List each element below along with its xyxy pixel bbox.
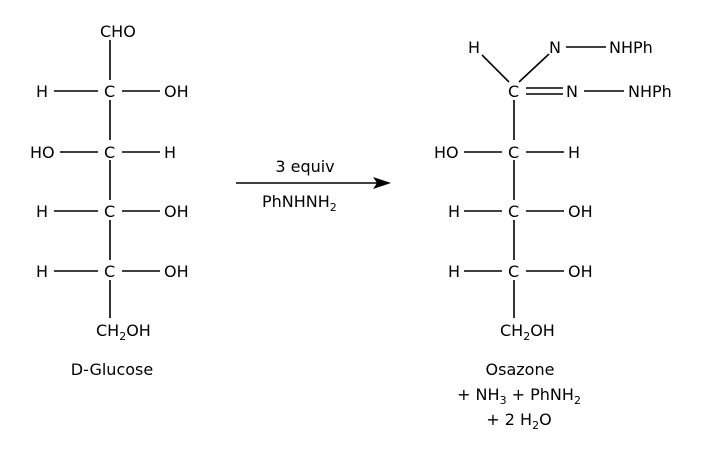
osazone-c3: C <box>508 143 519 162</box>
osazone-bond-c1-n <box>518 53 550 83</box>
osazone-c1: C <box>508 82 519 101</box>
glucose-ch2oh: CH2OH <box>96 321 151 343</box>
glucose-c4: C <box>104 202 115 221</box>
osazone-name: Osazone <box>486 360 555 379</box>
glucose-c2: C <box>104 82 115 101</box>
osazone-c4-oh: OH <box>568 202 593 221</box>
osazone-c5-h: H <box>448 262 460 281</box>
glucose-c3-h: H <box>164 143 176 162</box>
glucose-c2-h: H <box>36 82 48 101</box>
osazone-byproduct-1: + NH3 + PhNH2 <box>457 385 581 407</box>
osazone-n1: N <box>549 38 561 57</box>
osazone-n2: N <box>566 82 578 101</box>
reaction-arrow: 3 equiv PhNHNH2 <box>236 157 391 214</box>
glucose-c4-oh: OH <box>164 202 189 221</box>
osazone-ch2oh: CH2OH <box>500 321 555 343</box>
arrow-head <box>373 177 391 189</box>
glucose-c3: C <box>104 143 115 162</box>
osazone-nhph-2: NHPh <box>628 82 672 101</box>
reagent-name: PhNHNH2 <box>262 192 337 214</box>
glucose-c5-oh: OH <box>164 262 189 281</box>
osazone-c3-h: H <box>568 143 580 162</box>
osazone-nhph-1: NHPh <box>609 38 653 57</box>
glucose-structure: CHO H C OH HO C H H C OH H C OH CH2OH D-… <box>30 22 189 379</box>
osazone-bond-c1-h <box>481 54 510 83</box>
osazone-c1-h: H <box>468 38 480 57</box>
osazone-structure: H N NHPh C N NHPh HO C H H C OH H C <box>434 38 672 432</box>
glucose-cho: CHO <box>100 22 136 41</box>
glucose-c2-oh: OH <box>164 82 189 101</box>
osazone-c5: C <box>508 262 519 281</box>
osazone-c5-oh: OH <box>568 262 593 281</box>
osazone-c4-h: H <box>448 202 460 221</box>
glucose-c4-h: H <box>36 202 48 221</box>
glucose-c5: C <box>104 262 115 281</box>
osazone-c4: C <box>508 202 519 221</box>
glucose-c5-h: H <box>36 262 48 281</box>
glucose-name: D-Glucose <box>71 360 153 379</box>
glucose-c3-ho: HO <box>30 143 55 162</box>
reagent-equiv: 3 equiv <box>275 157 334 176</box>
osazone-c3-ho: HO <box>434 143 459 162</box>
osazone-byproduct-2: + 2 H2O <box>486 410 551 432</box>
